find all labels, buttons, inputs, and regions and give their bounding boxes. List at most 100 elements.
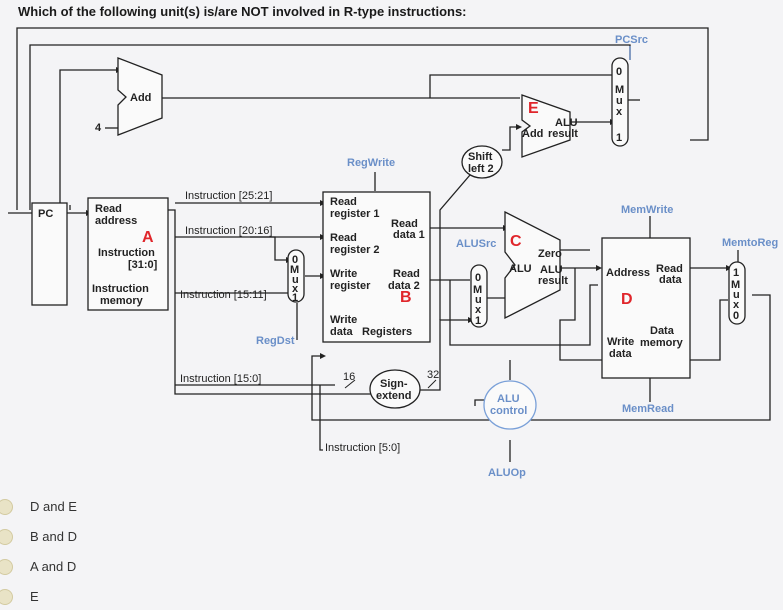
data-memory-2: memory xyxy=(640,337,684,349)
instruction-memory-label-1: Instruction xyxy=(92,283,149,295)
main-alu xyxy=(504,210,561,320)
alu-control xyxy=(483,380,537,430)
read-reg2-2: register 2 xyxy=(330,244,380,256)
add-unit-shape xyxy=(117,57,163,136)
marker-e: E xyxy=(528,100,539,117)
memtoreg-label: MemtoReg xyxy=(722,237,778,249)
pc-mux-x: x xyxy=(616,106,623,118)
data-memory-1: Data xyxy=(650,325,675,337)
regdst-label: RegDst xyxy=(256,335,295,347)
zero-label: Zero xyxy=(538,248,562,260)
read-data-m-1: Read xyxy=(656,263,683,275)
option-label: B and D xyxy=(30,529,77,544)
read-reg2-1: Read xyxy=(330,232,357,244)
radio-icon[interactable] xyxy=(0,499,13,515)
instruction-label: Instruction xyxy=(98,247,155,259)
instr-20-16: Instruction [20:16] xyxy=(185,225,272,237)
write-data-1: Write xyxy=(330,314,357,326)
regdst-mux-m: M xyxy=(290,264,299,276)
pc-mux xyxy=(611,57,629,147)
sign-label-2: extend xyxy=(376,390,411,402)
instr-15-11: Instruction [15:11] xyxy=(180,289,267,301)
memtoreg-mux xyxy=(728,261,746,325)
marker-d: D xyxy=(621,291,633,308)
regdst-mux-0: 0 xyxy=(292,254,298,266)
option-label: D and E xyxy=(30,499,77,514)
shift-left-2 xyxy=(461,145,503,179)
instruction-bits: [31:0] xyxy=(128,259,158,271)
read-data2-1: Read xyxy=(393,268,420,280)
pc-label: PC xyxy=(38,208,53,220)
branch-alu-label: ALU xyxy=(555,117,578,129)
four-label: 4 xyxy=(95,122,102,134)
write-data-m-2: data xyxy=(609,348,633,360)
read-address-label-2: address xyxy=(95,215,137,227)
pc-register xyxy=(31,202,68,306)
branch-adder-label: Add xyxy=(522,128,543,140)
read-data1-2: data 1 xyxy=(393,229,425,241)
pc-mux-m: M xyxy=(615,84,624,96)
alu-control-label-2: control xyxy=(490,405,527,417)
datapath-diagram: Add 4 Add ALU result E PCSrc 0 M u x 1 S… xyxy=(8,27,778,479)
alusrc-mux-x: x xyxy=(475,304,482,316)
write-reg-2: register xyxy=(330,280,371,292)
alu-result-1: ALU xyxy=(540,264,563,276)
memread-label: MemRead xyxy=(622,403,674,415)
alu-label: ALU xyxy=(509,263,532,275)
option-a-and-d[interactable]: A and D xyxy=(0,556,200,580)
add-label: Add xyxy=(130,92,151,104)
pc-mux-u: u xyxy=(616,95,623,107)
aluop-label: ALUOp xyxy=(488,467,526,479)
alusrc-mux-0: 0 xyxy=(475,272,481,284)
option-e[interactable]: E xyxy=(0,586,200,610)
alusrc-mux-u: u xyxy=(475,294,482,306)
registers-label: Registers xyxy=(362,326,412,338)
instruction-memory-label-2: memory xyxy=(100,295,144,307)
question-text: Which of the following unit(s) is/are NO… xyxy=(18,4,467,19)
thirtytwo-label: 32 xyxy=(427,369,439,381)
branch-result-label: result xyxy=(548,128,578,140)
pc-mux-1: 1 xyxy=(616,132,622,144)
write-data-2: data xyxy=(330,326,354,338)
alusrc-label: ALUSrc xyxy=(456,238,496,250)
pcsrc-label: PCSrc xyxy=(615,34,648,46)
option-b-and-d[interactable]: B and D xyxy=(0,526,200,550)
option-label: E xyxy=(30,589,39,604)
data-memory xyxy=(601,237,691,379)
read-reg1-2: register 1 xyxy=(330,208,380,220)
branch-adder-shape xyxy=(521,94,571,158)
write-data-m-1: Write xyxy=(607,336,634,348)
read-address-label-1: Read xyxy=(95,203,122,215)
read-data1-1: Read xyxy=(391,218,418,230)
read-reg1-1: Read xyxy=(330,196,357,208)
alusrc-mux-1: 1 xyxy=(475,315,481,327)
marker-c: C xyxy=(510,233,522,250)
shift-label-1: Shift xyxy=(468,151,493,163)
option-d-and-e[interactable]: D and E xyxy=(0,496,200,520)
instr-25-21: Instruction [25:21] xyxy=(185,190,272,202)
memtoreg-mux-1: 1 xyxy=(733,267,739,279)
memwrite-label: MemWrite xyxy=(621,204,673,216)
write-reg-1: Write xyxy=(330,268,357,280)
memtoreg-mux-m: M xyxy=(731,279,740,291)
regdst-mux-x: x xyxy=(292,283,299,295)
instr-15-0: Instruction [15:0] xyxy=(180,373,261,385)
read-data2-2: data 2 xyxy=(388,280,420,292)
marker-a: A xyxy=(142,229,154,246)
instr-5-0: Instruction [5:0] xyxy=(325,442,400,454)
address-label: Address xyxy=(606,267,650,279)
memtoreg-mux-0: 0 xyxy=(733,310,739,322)
regdst-mux-u: u xyxy=(292,274,299,286)
alu-result-2: result xyxy=(538,275,568,287)
alusrc-mux xyxy=(470,264,488,328)
shift-label-2: left 2 xyxy=(468,163,494,175)
radio-icon[interactable] xyxy=(0,529,13,545)
regwrite-label: RegWrite xyxy=(347,157,395,169)
sign-extend xyxy=(369,369,421,409)
option-label: A and D xyxy=(30,559,77,574)
register-file xyxy=(322,191,431,343)
alu-control-label-1: ALU xyxy=(497,393,520,405)
radio-icon[interactable] xyxy=(0,559,13,575)
regdst-mux xyxy=(287,249,305,303)
read-data-m-2: data xyxy=(659,274,683,286)
